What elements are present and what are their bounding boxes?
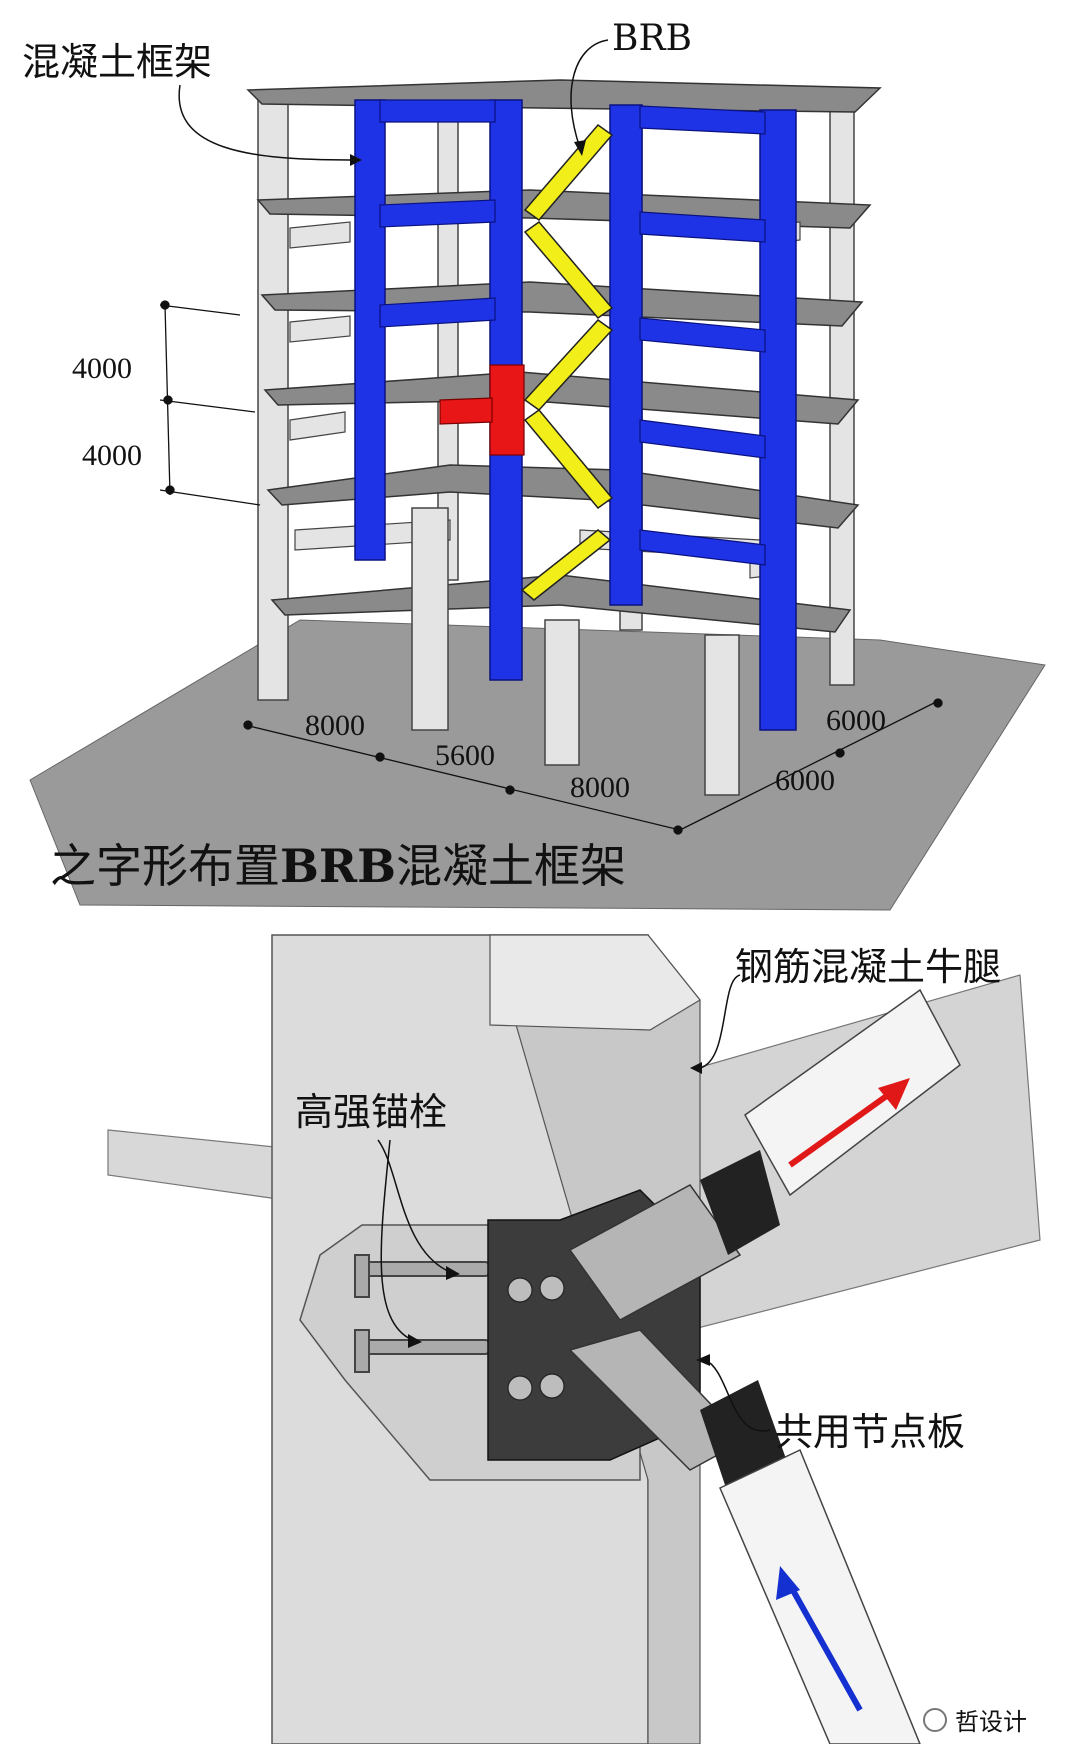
watermark: 哲设计 bbox=[955, 1708, 1027, 1736]
top-figure: 混凝土框架 BRB 4000 4000 8000 5600 8000 6000 … bbox=[22, 18, 1046, 911]
anchor-bolts bbox=[354, 1254, 491, 1373]
brb-leader bbox=[570, 39, 609, 149]
story-height-lower: 4000 bbox=[82, 439, 142, 472]
column-top-step bbox=[489, 934, 701, 1031]
brb-lower-tube bbox=[719, 1448, 921, 1744]
anchor-leader-1-arrow bbox=[446, 1266, 460, 1280]
anchor-leader-2 bbox=[380, 1139, 413, 1341]
gusset-leader-arrow bbox=[696, 1354, 710, 1366]
tension-arrow bbox=[788, 1087, 897, 1168]
span-y-2: 6000 bbox=[775, 764, 835, 797]
span-dimensions bbox=[243, 698, 943, 835]
frame-leader bbox=[178, 84, 351, 161]
floor-slabs bbox=[246, 79, 882, 633]
story-height-upper: 4000 bbox=[72, 352, 132, 385]
span-x-1: 8000 bbox=[305, 709, 365, 742]
gusset-leader bbox=[704, 1359, 771, 1432]
label-concrete-frame: 混凝土框架 bbox=[22, 40, 212, 84]
back-beam-left bbox=[107, 1129, 286, 1201]
brb-upper-core bbox=[700, 1150, 780, 1255]
caption-post: 混凝土框架 bbox=[396, 839, 626, 893]
label-gusset-plate: 共用节点板 bbox=[775, 1410, 965, 1454]
upper-splice-plate bbox=[568, 1184, 742, 1321]
caption-bold: BRB bbox=[280, 839, 396, 893]
steel-beams bbox=[379, 99, 766, 566]
bottom-figure: 钢筋混凝土牛腿 高强锚栓 共用节点板 哲设计 bbox=[107, 934, 1041, 1744]
label-rc-corbel: 钢筋混凝土牛腿 bbox=[735, 945, 1001, 989]
corbel-leader-arrow bbox=[690, 1062, 702, 1074]
span-y-1: 6000 bbox=[826, 704, 886, 737]
label-anchor-bolt: 高强锚栓 bbox=[295, 1090, 447, 1134]
gusset-bolts bbox=[507, 1275, 565, 1401]
compression-arrow-head bbox=[776, 1566, 800, 1600]
anchor-leader-2-arrow bbox=[408, 1334, 422, 1348]
back-beam-right bbox=[689, 974, 1041, 1331]
span-x-3: 8000 bbox=[570, 771, 630, 804]
highlighted-joint bbox=[439, 364, 525, 456]
label-brb: BRB bbox=[612, 18, 692, 59]
brb-leader-arrow bbox=[574, 140, 586, 156]
span-x-2: 5600 bbox=[435, 739, 495, 772]
front-columns bbox=[411, 507, 740, 796]
caption-pre: 之字形布置 bbox=[50, 839, 280, 893]
brb-upper-tube bbox=[744, 988, 961, 1197]
frame-leader-arrow bbox=[350, 154, 362, 166]
wechat-icon bbox=[923, 1708, 947, 1732]
tension-arrow-head bbox=[878, 1078, 910, 1110]
brb-braces bbox=[520, 123, 614, 601]
corbel-leader bbox=[699, 974, 741, 1069]
anchor-leader-1 bbox=[377, 1139, 451, 1273]
caption: 之字形布置BRB混凝土框架 bbox=[50, 839, 626, 893]
compression-arrow bbox=[787, 1583, 863, 1712]
story-dimension bbox=[159, 300, 261, 506]
